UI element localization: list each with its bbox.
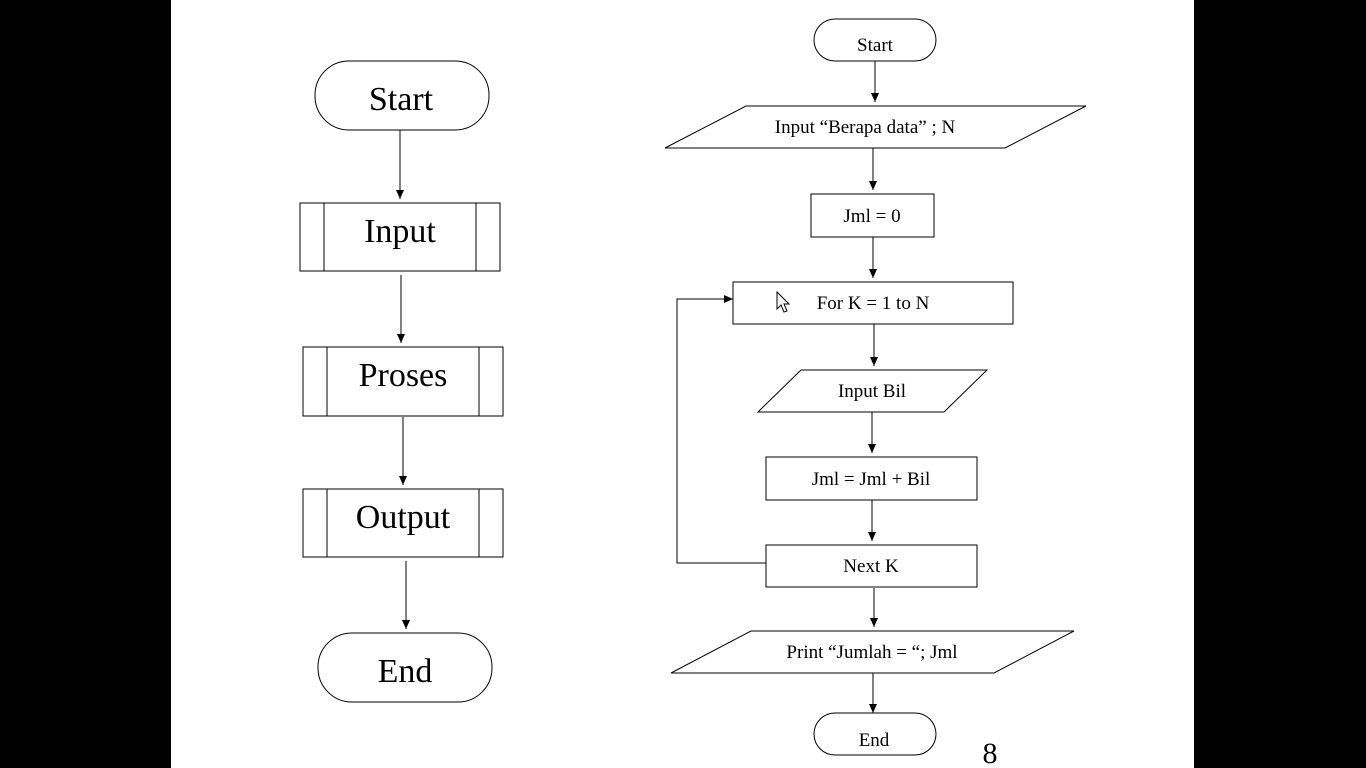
example-start-label: Start <box>857 35 894 56</box>
example-end-terminator: End <box>813 712 937 756</box>
page-number: 8 <box>983 737 998 768</box>
next-box: Next K <box>765 544 978 588</box>
accumulate-label: Jml = Jml + Bil <box>812 469 931 490</box>
general-output-label: Output <box>356 499 451 536</box>
input-n-parallelogram: Input “Berapa data” ; N <box>664 105 1087 149</box>
general-start-label: Start <box>369 81 434 118</box>
init-sum-label: Jml = 0 <box>843 206 900 227</box>
general-flowchart: Start Input Proses Output <box>299 60 504 703</box>
general-end-terminator: End <box>317 632 493 703</box>
mouse-cursor-icon <box>776 290 791 313</box>
init-sum-box: Jml = 0 <box>810 193 935 238</box>
example-start-terminator: Start <box>813 18 937 62</box>
general-input-label: Input <box>364 213 436 250</box>
input-n-label: Input “Berapa data” ; N <box>775 117 956 138</box>
next-label: Next K <box>843 556 899 577</box>
loop-label: For K = 1 to N <box>817 293 930 314</box>
general-process-box: Proses <box>302 346 504 417</box>
example-flowchart: Start Input “Berapa data” ; N Jml = 0 Fo… <box>664 18 1087 756</box>
general-start-terminator: Start <box>314 60 490 131</box>
accumulate-box: Jml = Jml + Bil <box>765 456 978 501</box>
print-parallelogram: Print “Jumlah = “; Jml <box>670 630 1075 674</box>
general-end-label: End <box>378 653 433 690</box>
input-bil-label: Input Bil <box>838 381 906 402</box>
loop-back-arrow <box>676 295 766 564</box>
print-label: Print “Jumlah = “; Jml <box>786 642 957 663</box>
input-bil-parallelogram: Input Bil <box>756 369 989 413</box>
loop-box: For K = 1 to N <box>732 281 1014 325</box>
example-end-label: End <box>859 730 890 751</box>
general-input-process-box: Input <box>299 202 501 272</box>
general-output-process-box: Output <box>302 488 504 558</box>
general-process-label: Proses <box>359 357 448 394</box>
